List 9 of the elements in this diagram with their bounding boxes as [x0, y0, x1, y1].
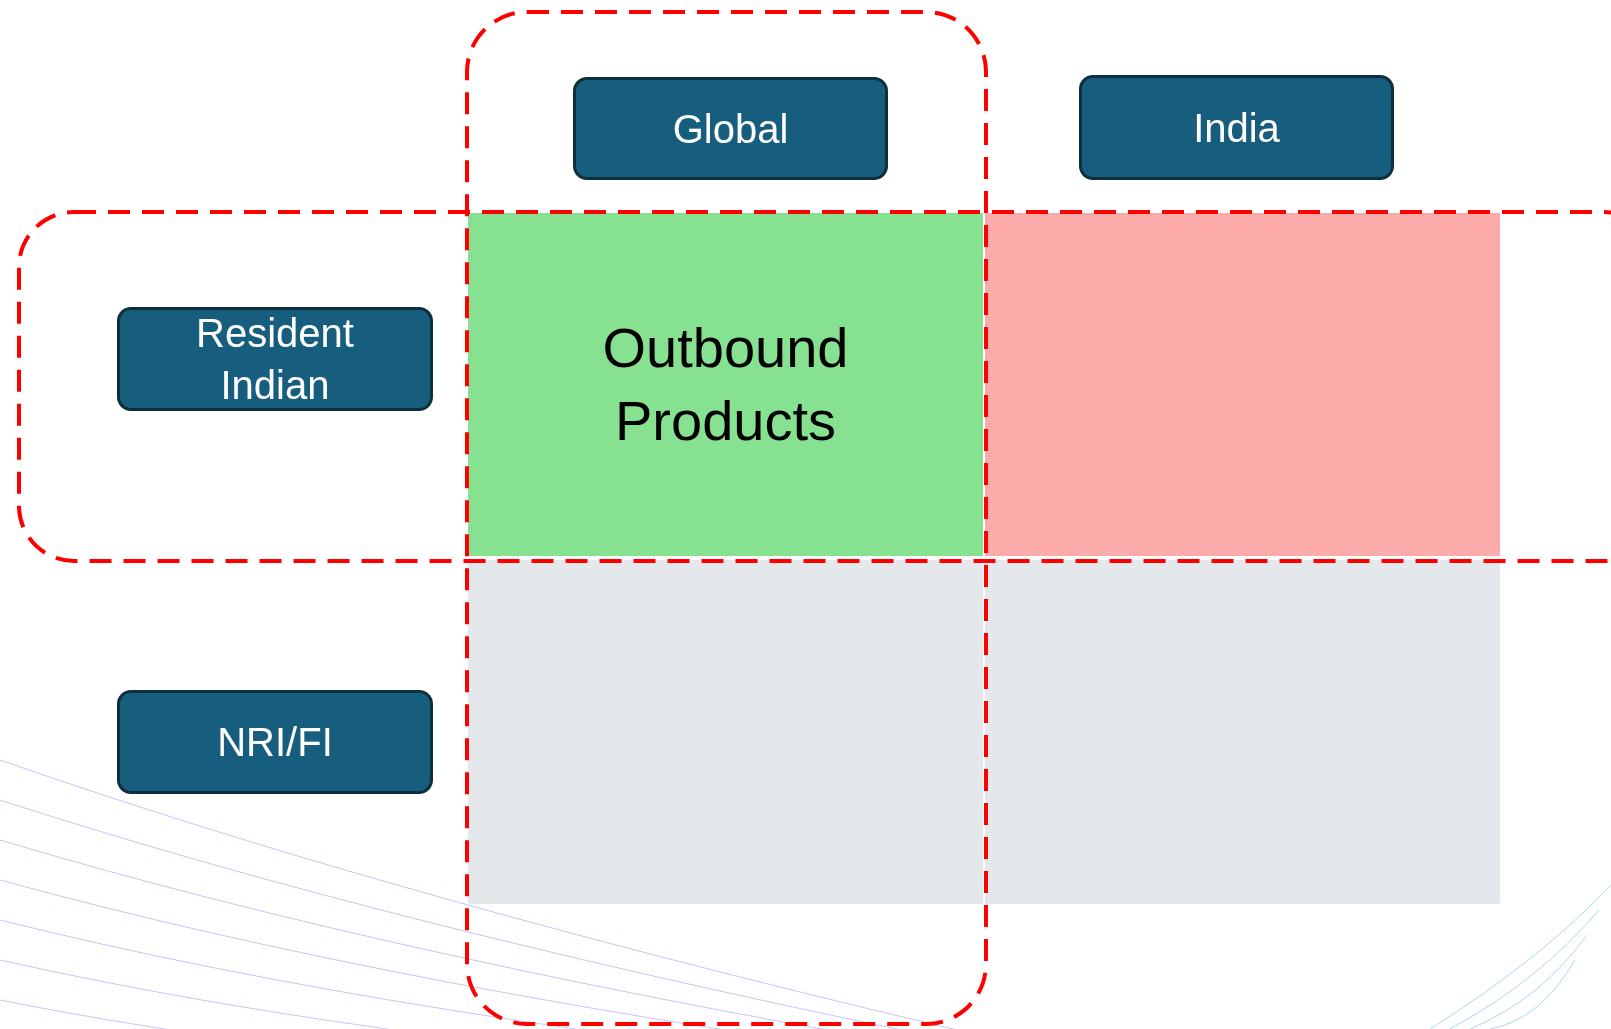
matrix-cell — [985, 213, 1500, 556]
category-label: India — [1079, 75, 1394, 180]
category-label: NRI/FI — [117, 690, 433, 794]
matrix-cell — [985, 560, 1500, 904]
highlighted-matrix-cell — [468, 213, 983, 556]
cell-text: Outbound Products — [601, 314, 850, 454]
category-label: Global — [573, 77, 888, 180]
category-label: Resident Indian — [117, 307, 433, 411]
matrix-cell — [468, 560, 983, 904]
